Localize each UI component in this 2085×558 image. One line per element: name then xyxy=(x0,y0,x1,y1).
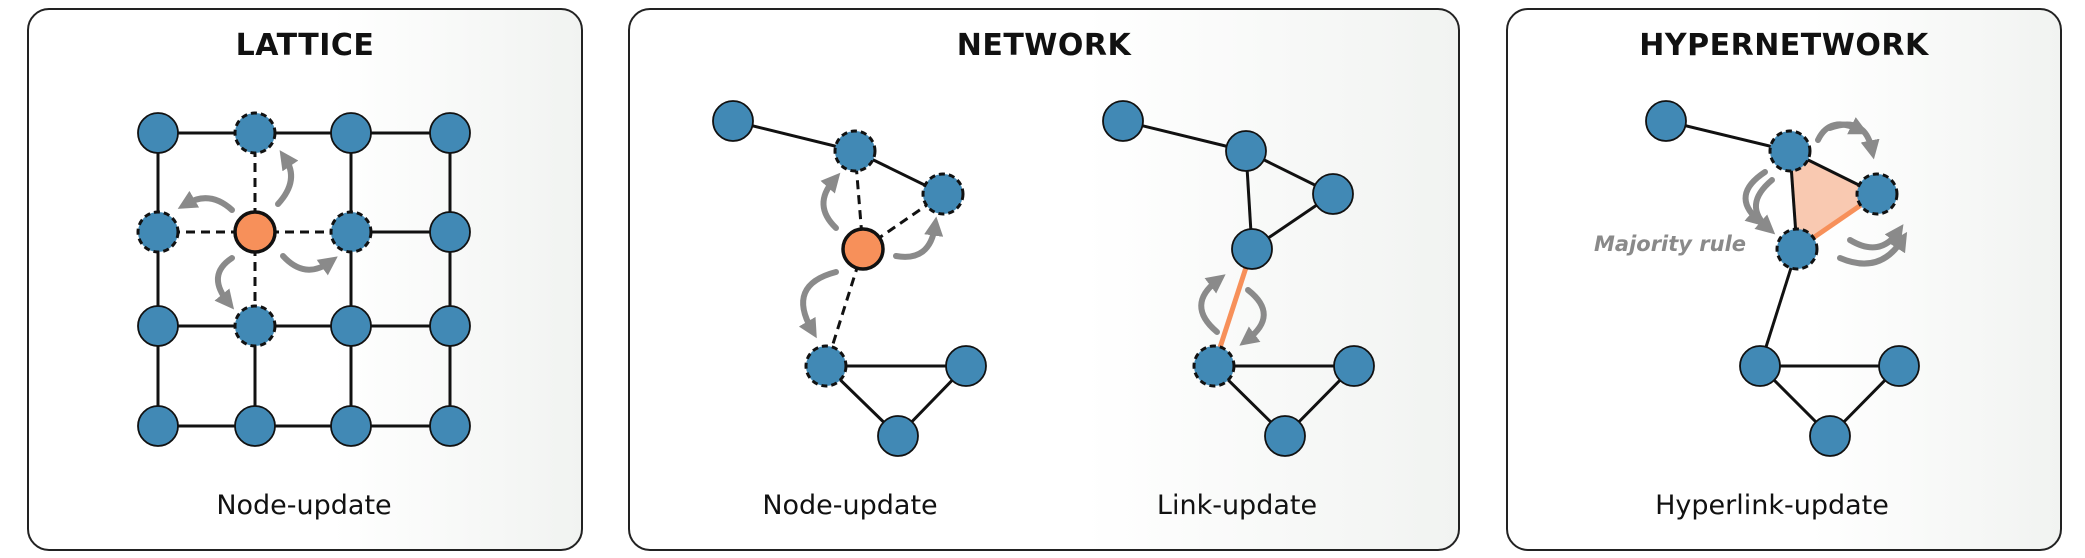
hypernetwork-panel: HYPERNETWORK xyxy=(1506,8,2062,551)
lattice-title: LATTICE xyxy=(235,28,375,63)
network-focal-node xyxy=(841,227,885,271)
lattice-caption: Node-update xyxy=(216,490,392,521)
lattice-nodes xyxy=(136,111,471,447)
network-node-update-diagram xyxy=(712,100,987,457)
hyperlink-triangle xyxy=(1790,151,1877,249)
network-panel: NETWORK xyxy=(628,8,1460,551)
lattice-diagram xyxy=(136,111,471,447)
hypernetwork-diagram: Majority rule xyxy=(1594,100,1920,457)
network-node-update-caption: Node-update xyxy=(762,490,938,521)
network-title: NETWORK xyxy=(956,28,1132,63)
network-link-update-caption: Link-update xyxy=(1156,490,1318,521)
lattice-panel: LATTICE xyxy=(27,8,583,551)
majority-rule-label: Majority rule xyxy=(1594,232,1746,256)
lattice-focal-node xyxy=(233,210,277,254)
lattice-edges xyxy=(156,131,452,428)
hypernetwork-caption: Hyperlink-update xyxy=(1655,490,1889,521)
hypernetwork-title: HYPERNETWORK xyxy=(1639,28,1929,63)
lattice-arrows xyxy=(177,150,338,310)
network-link-update-diagram xyxy=(1102,100,1375,457)
